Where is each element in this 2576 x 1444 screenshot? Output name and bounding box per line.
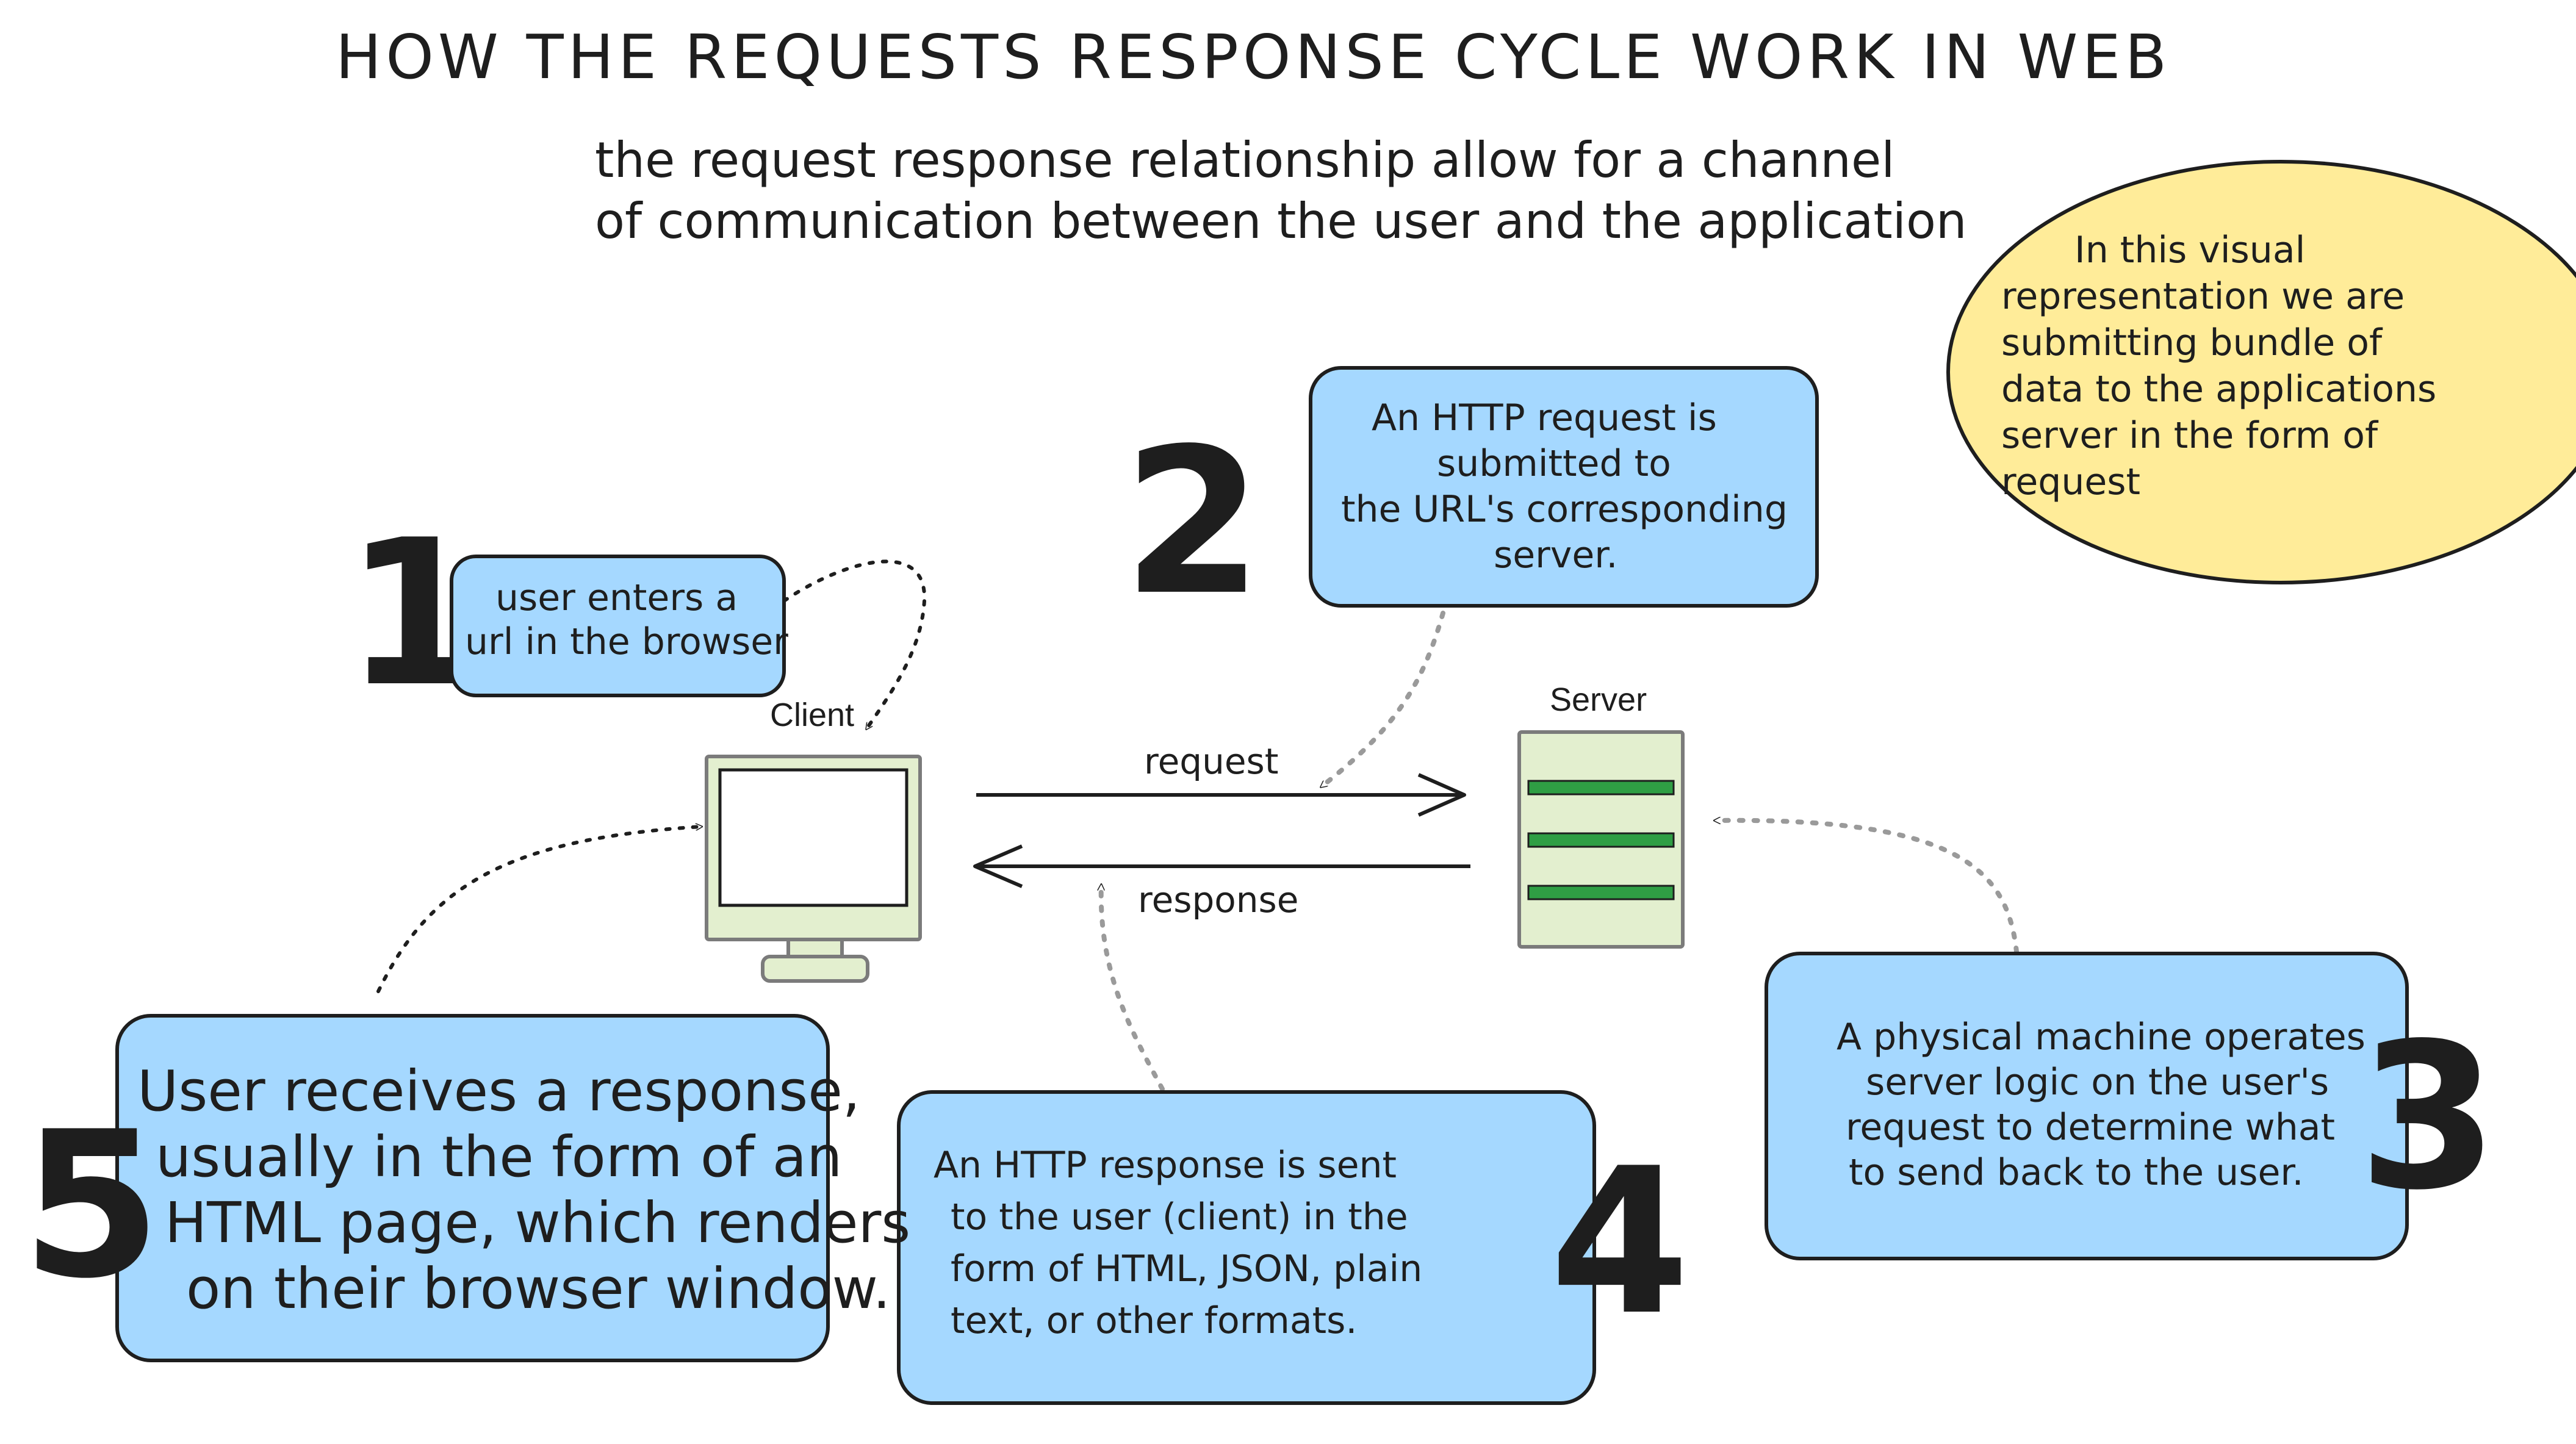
step-5-box: User receives a response, usually in the… [115,1014,910,1362]
connector-step3-server [1712,821,2019,954]
step-3-number: 3 [2358,1000,2499,1234]
response-label: response [1138,879,1298,921]
response-arrow [973,844,1470,888]
step-3-line-3: request to determine what [1846,1106,2335,1149]
server-label: Server [1550,681,1647,718]
step-3-line-4: to send back to the user. [1849,1151,2304,1194]
step-5-line-4: on their browser window. [186,1256,891,1321]
server-icon [1517,730,1685,949]
note-line-4: data to the applications [2001,368,2436,411]
step-3-line-1: A physical machine operates [1837,1016,2366,1058]
step-2-line-2: submitted to [1437,442,1671,485]
step-5-number: 5 [21,1088,162,1323]
step-5-line-3: HTML page, which renders [165,1190,910,1255]
request-arrow [976,773,1466,817]
step-4-line-3: form of HTML, JSON, plain [951,1248,1422,1290]
step-4-line-1: An HTTP response is sent [934,1144,1397,1187]
step-4-line-2: to the user (client) in the [951,1196,1408,1238]
step-4-number: 4 [1550,1125,1690,1359]
connector-step1-client [782,559,927,729]
note-oval: In this visual representation we are sub… [1946,160,2576,584]
note-line-5: server in the form of [2001,414,2379,457]
step-4-line-4: text, or other formats. [951,1299,1357,1342]
connector-step2-request [1319,611,1445,789]
step-1-line-1: user enters a [495,577,738,619]
client-monitor-icon [705,755,922,983]
step-1-box: user enters a url in the browser [450,555,788,697]
subtitle-line-1: the request response relationship allow … [595,132,1894,189]
step-3-box: A physical machine operates server logic… [1765,952,2409,1260]
connector-step5-client [376,827,703,993]
client-label: Client [770,697,854,733]
note-line-2: representation we are [2001,275,2405,318]
step-5-line-1: User receives a response, [137,1058,860,1124]
step-5-line-2: usually in the form of an [156,1124,842,1190]
connector-step4-response [1101,882,1165,1091]
note-line-3: submitting bundle of [2001,321,2383,364]
step-2-line-1: An HTTP request is [1372,397,1717,439]
request-label: request [1144,741,1278,782]
step-2-number: 2 [1123,405,1263,639]
step-3-line-2: server logic on the user's [1866,1061,2329,1104]
diagram-title: HOW THE REQUESTS RESPONSE CYCLE WORK IN … [336,21,2171,93]
note-line-1: In this visual [2074,229,2305,271]
subtitle-line-2: of communication between the user and th… [595,193,1967,250]
step-2-line-3: the URL's corresponding [1341,488,1788,531]
step-2-line-4: server. [1494,534,1618,577]
note-oval-shape [1946,160,2576,584]
step-4-box: An HTTP response is sent to the user (cl… [897,1090,1596,1405]
step-1-line-2: url in the browser [465,620,788,663]
note-line-6: request [2001,461,2140,503]
step-2-box: An HTTP request is submitted to the URL'… [1309,366,1819,608]
